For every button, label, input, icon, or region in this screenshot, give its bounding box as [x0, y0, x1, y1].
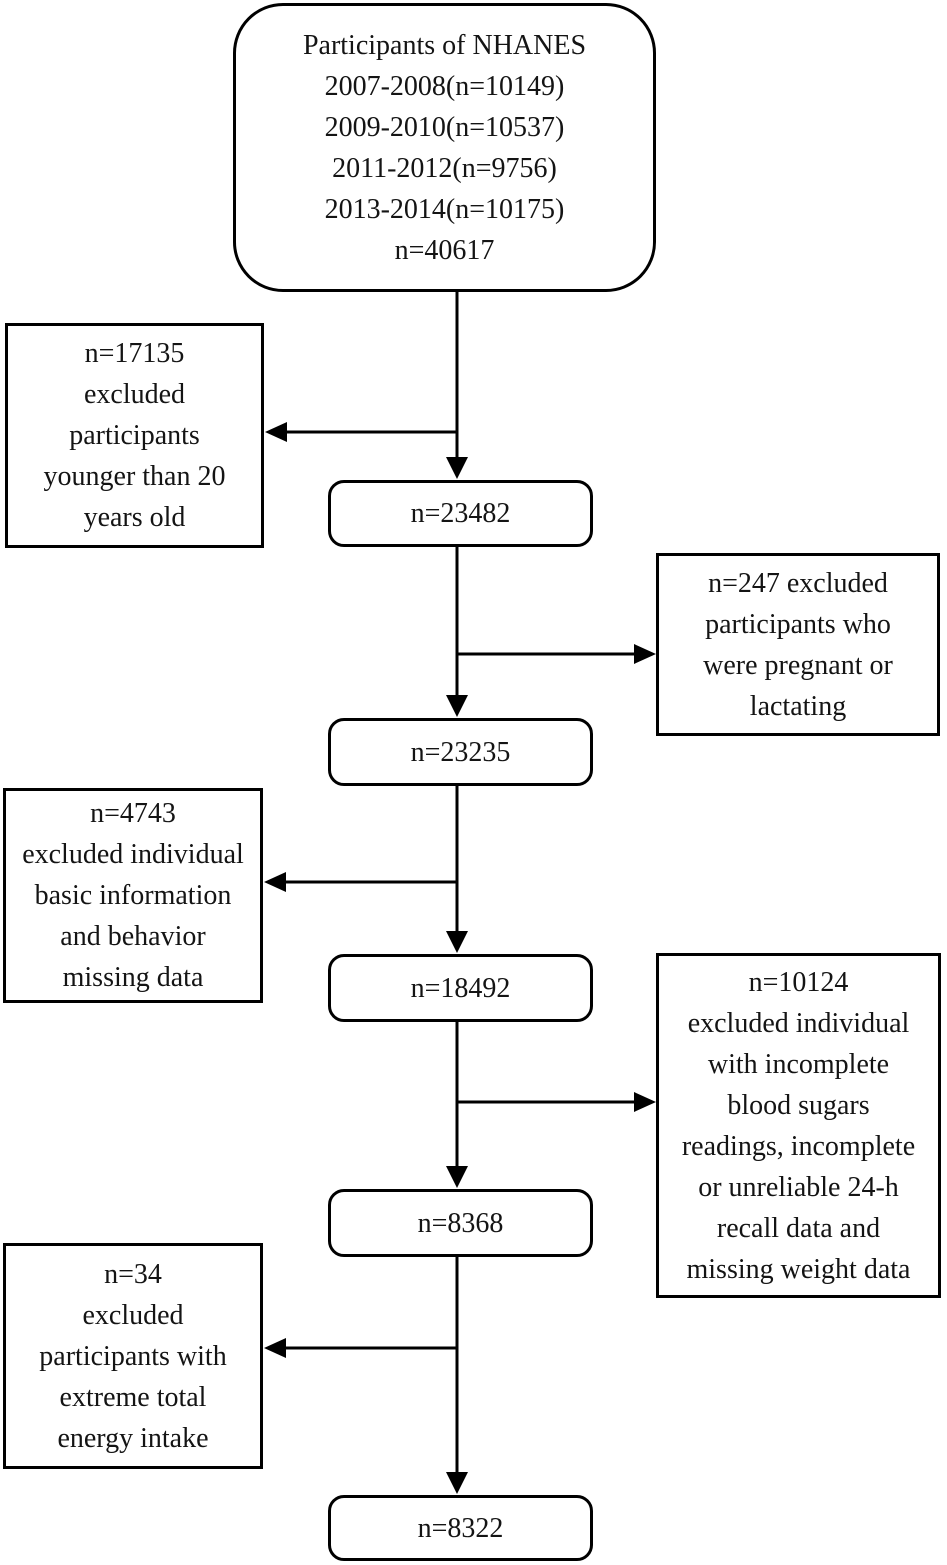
node-text-line: n=40617: [394, 234, 495, 266]
node-text-line: Participants of NHANES: [302, 29, 587, 61]
node-excluded-energy: n=34 excluded participants with extreme …: [3, 1243, 263, 1469]
node-text-line: with incomplete: [707, 1048, 890, 1080]
node-text-line: n=4743: [90, 798, 176, 829]
node-text-line: n=8368: [417, 1207, 504, 1239]
node-text-line: excluded individual: [22, 839, 244, 870]
node-text-line: basic information: [34, 880, 232, 911]
node-text-line: or unreliable 24-h: [698, 1171, 899, 1203]
node-excluded-incomplete-data: n=10124 excluded individual with incompl…: [656, 953, 941, 1298]
node-final-count: n=8322: [328, 1495, 593, 1561]
node-step3-count: n=18492: [328, 954, 593, 1022]
node-text-line: years old: [83, 502, 186, 533]
connector-step4-final: [446, 1257, 468, 1494]
node-excluded-pregnant: n=247 excluded participants who were pre…: [656, 553, 940, 736]
node-text-line: younger than 20: [43, 461, 226, 492]
node-text-line: n=23235: [410, 736, 511, 768]
node-text-line: energy intake: [57, 1422, 209, 1454]
node-text-line: blood sugars: [727, 1089, 870, 1121]
node-text-line: participants who: [705, 608, 891, 640]
connector-start-step1: [446, 292, 468, 479]
node-text-line: n=18492: [410, 972, 511, 1004]
node-step4-count: n=8368: [328, 1189, 593, 1257]
connector-step1-excluded-pregnant: [457, 644, 656, 664]
node-text-line: excluded: [82, 1299, 184, 1331]
connector-step3-step4: [446, 1022, 468, 1188]
connector-step4-excluded-energy: [264, 1338, 457, 1358]
node-text-line: 2009-2010(n=10537): [324, 111, 565, 143]
node-excluded-missing-info: n=4743 excluded individual basic informa…: [3, 788, 263, 1003]
node-text-line: excluded individual: [687, 1007, 910, 1039]
node-text-line: 2011-2012(n=9756): [332, 152, 557, 184]
node-text-line: missing weight data: [686, 1253, 911, 1285]
node-text-line: extreme total: [59, 1381, 207, 1413]
node-excluded-age: n=17135 excluded participants younger th…: [5, 323, 264, 548]
node-text-line: n=34: [104, 1258, 162, 1290]
node-text-line: n=247 excluded: [708, 567, 888, 599]
node-text-line: 2013-2014(n=10175): [324, 193, 565, 225]
node-text-line: participants: [69, 420, 200, 451]
node-text-line: n=23482: [410, 498, 511, 529]
node-text-line: lactating: [749, 690, 847, 722]
connector-step2-excluded-missing-info: [264, 872, 457, 892]
node-participants-of-nhanes: Participants of NHANES 2007-2008(n=10149…: [233, 3, 656, 292]
node-text-line: excluded: [83, 379, 186, 410]
connector-start-excluded-age: [265, 422, 457, 442]
node-text-line: recall data and: [716, 1212, 881, 1244]
node-text-line: and behavior: [60, 921, 206, 952]
connector-step2-step3: [446, 786, 468, 953]
node-text-line: missing data: [62, 962, 204, 993]
connector-step1-step2: [446, 547, 468, 717]
node-text-line: n=8322: [417, 1512, 504, 1544]
node-text-line: readings, incomplete: [681, 1130, 916, 1162]
connector-step3-excluded-incomplete: [457, 1092, 656, 1112]
node-step2-count: n=23235: [328, 718, 593, 786]
node-text-line: n=10124: [748, 966, 849, 998]
node-step1-count: n=23482: [328, 480, 593, 547]
node-text-line: participants with: [39, 1340, 227, 1372]
node-text-line: 2007-2008(n=10149): [324, 70, 565, 102]
node-text-line: were pregnant or: [703, 649, 893, 681]
node-text-line: n=17135: [84, 338, 185, 369]
